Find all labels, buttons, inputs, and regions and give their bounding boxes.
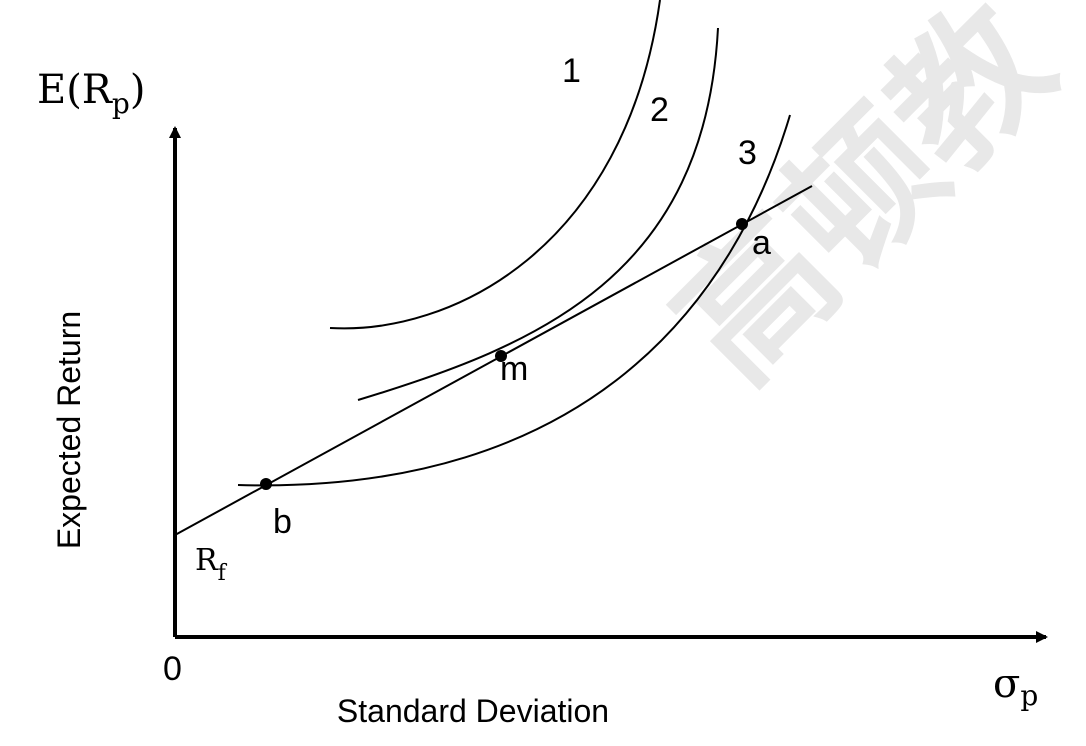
indifference-curve-3 (237, 114, 791, 487)
y-axis-symbol-close: ) (130, 67, 146, 113)
point-b-label: b (273, 503, 292, 541)
curve-3-label: 3 (738, 134, 757, 172)
point-a-marker (736, 218, 748, 230)
y-axis-symbol: E(Rp) (37, 67, 145, 120)
curve-1-label: 1 (562, 52, 581, 90)
rf-label-sub: f (218, 561, 228, 586)
y-axis-title: Expected Return (51, 311, 87, 549)
curve-2-label: 2 (650, 91, 669, 129)
x-axis-symbol: σp (993, 661, 1038, 712)
x-axis-symbol-main: σ (993, 661, 1020, 707)
x-axis-title: Standard Deviation (337, 693, 609, 729)
origin-label: 0 (163, 650, 182, 688)
rf-label: Rf (195, 543, 228, 586)
x-axis-symbol-sub: p (1020, 679, 1038, 712)
indifference-curve-1 (329, 0, 661, 330)
capital-allocation-line (174, 185, 813, 536)
point-a-label: a (752, 224, 771, 262)
rf-label-main: R (195, 543, 219, 578)
point-m-label: m (500, 350, 528, 388)
y-axis-symbol-sub: p (112, 87, 130, 120)
indifference-curve-2 (357, 27, 719, 401)
point-m-marker (495, 350, 507, 362)
y-axis-symbol-main: E(R (37, 67, 114, 113)
point-b-marker (260, 478, 272, 490)
watermark: 高顿教 (643, 0, 1084, 415)
